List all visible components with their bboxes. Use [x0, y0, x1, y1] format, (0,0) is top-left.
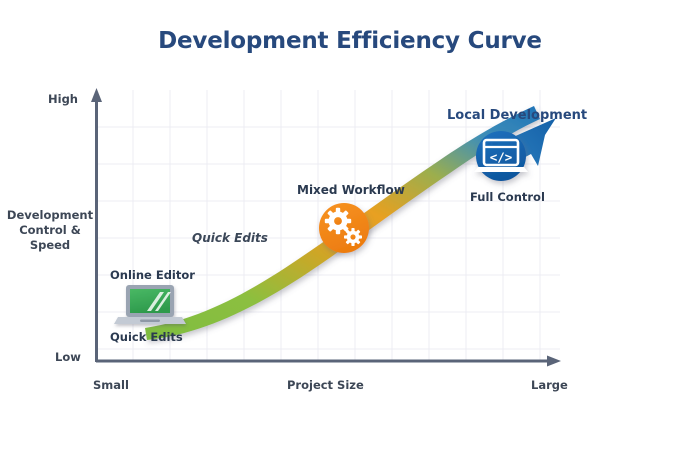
- curve-annotation-quick-edits: Quick Edits: [192, 231, 268, 245]
- chart-axes: [91, 88, 561, 367]
- y-axis-tick-high: High: [48, 92, 78, 106]
- x-axis-tick-large: Large: [531, 378, 568, 392]
- grid-lines: [96, 90, 560, 362]
- x-axis-tick-small: Small: [93, 378, 129, 392]
- y-axis-label: Development Control & Speed: [6, 208, 94, 252]
- growth-curve-ribbon: [145, 106, 540, 340]
- x-axis-label: Project Size: [287, 378, 364, 392]
- node-label-online-editor: Online Editor: [110, 268, 195, 282]
- node-caption-online-editor: Quick Edits: [110, 330, 183, 344]
- laptop-icon: [114, 285, 186, 324]
- node-label-local-development: Local Development: [447, 108, 588, 123]
- page-title: Development Efficiency Curve: [158, 28, 542, 54]
- node-caption-local-development: Full Control: [470, 190, 545, 204]
- code-laptop-icon: </>: [474, 131, 528, 181]
- svg-text:</>: </>: [490, 150, 513, 165]
- gears-icon: [319, 203, 369, 253]
- y-axis-tick-low: Low: [55, 350, 81, 364]
- node-label-mixed-workflow: Mixed Workflow: [297, 183, 405, 197]
